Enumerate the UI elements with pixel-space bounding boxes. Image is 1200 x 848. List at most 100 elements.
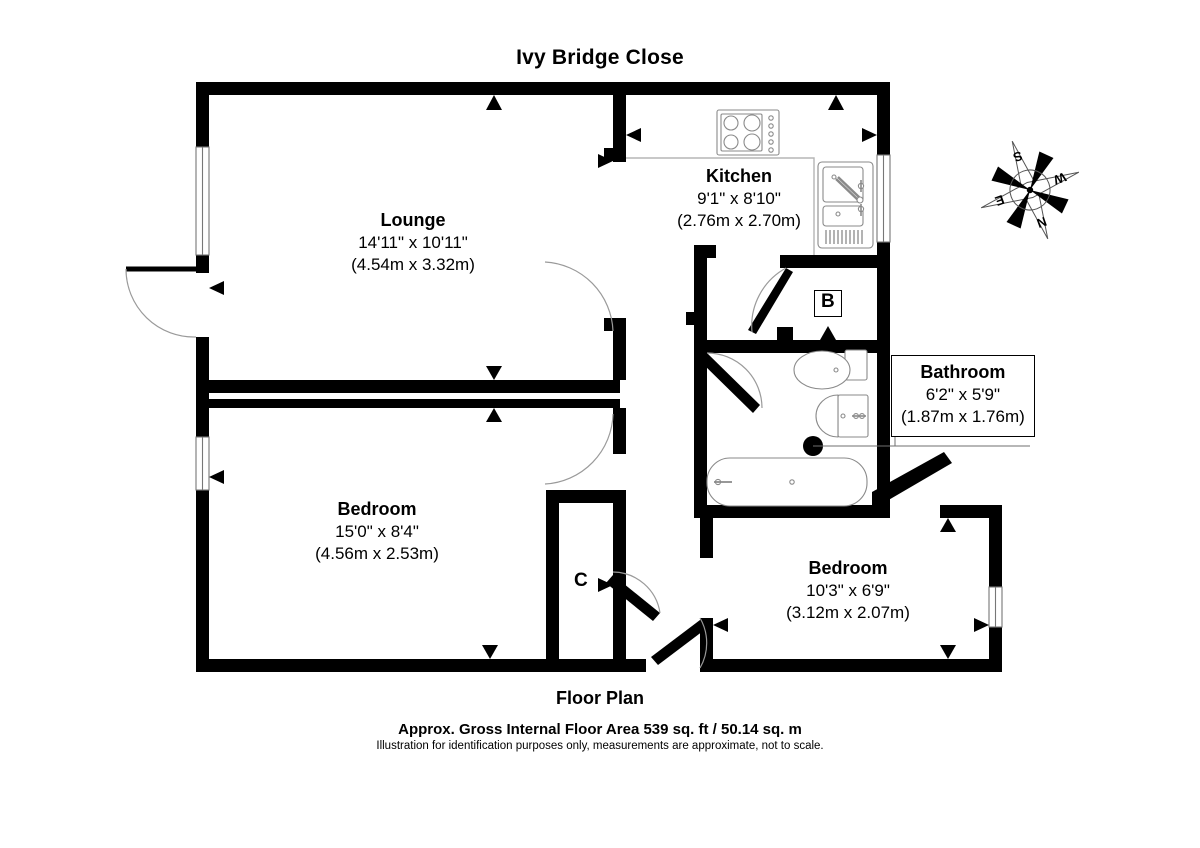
wall-cupboard-c-left xyxy=(546,490,559,659)
basin-icon xyxy=(815,394,869,438)
room-dim-metric-bathroom: (1.87m x 1.76m) xyxy=(901,407,1025,427)
hob-icon xyxy=(716,109,780,156)
door-lounge xyxy=(544,261,614,332)
room-dim-metric-bedroom-1: (4.56m x 2.53m) xyxy=(315,544,439,564)
wall-bathroom-right xyxy=(877,353,890,505)
room-dim-imperial-bedroom-2: 10'3" x 6'9" xyxy=(806,581,890,601)
dim-arrow-bed2-right xyxy=(974,618,989,632)
compass-point-se xyxy=(991,166,1030,190)
toilet-icon xyxy=(793,349,868,390)
cupboard-label-c: C xyxy=(574,570,588,591)
wall-lounge-bedroom-divider xyxy=(196,380,620,393)
wall-left-upper xyxy=(196,82,209,147)
wall-left-mid xyxy=(196,255,209,273)
compass-label-w: W xyxy=(1051,169,1068,188)
compass-point-ne xyxy=(1006,190,1030,229)
room-label-bedroom-1: Bedroom 15'0" x 8'4" (4.56m x 2.53m) xyxy=(258,498,496,566)
wall-cupboard-b-bottom xyxy=(707,340,890,353)
door-entrance xyxy=(125,266,197,338)
wall-hall-right-lower xyxy=(694,353,707,508)
wall-kitchen-bottom xyxy=(694,245,716,258)
dim-arrow-bed1-top xyxy=(486,408,502,422)
wall-hall-right xyxy=(694,258,707,353)
dim-arrow-kitchen-right xyxy=(862,128,877,142)
wall-bathroom-bottom xyxy=(694,505,890,518)
room-label-lounge: Lounge 14'11" x 10'11" (4.54m x 3.32m) xyxy=(293,209,533,277)
room-dim-imperial-bedroom-1: 15'0" x 8'4" xyxy=(335,522,419,542)
room-name-lounge: Lounge xyxy=(380,210,446,230)
door-bedroom1 xyxy=(544,413,614,485)
window-group xyxy=(195,146,1003,628)
footer-disclaimer: Illustration for identification purposes… xyxy=(376,740,824,752)
room-label-bedroom-2: Bedroom 10'3" x 6'9" (3.12m x 2.07m) xyxy=(729,557,967,625)
wall-nub-hall-a xyxy=(604,148,626,161)
room-label-bathroom: Bathroom 6'2" x 5'9" (1.87m x 1.76m) xyxy=(891,355,1035,437)
sink-icon xyxy=(817,161,874,249)
dim-arrow-cupboard-b xyxy=(820,326,836,340)
wall-group xyxy=(196,82,1002,672)
wall-nub-hall-b xyxy=(604,318,626,331)
room-label-kitchen: Kitchen 9'1" x 8'10" (2.76m x 2.70m) xyxy=(616,165,862,233)
room-dim-metric-lounge: (4.54m x 3.32m) xyxy=(351,255,475,275)
compass-ring xyxy=(1009,169,1051,211)
room-dim-metric-kitchen: (2.76m x 2.70m) xyxy=(677,211,801,231)
wall-cupboard-c-right-lower xyxy=(613,620,626,672)
wall-bedroom2-right-upper xyxy=(989,505,1002,587)
wall-nub-cupb-b xyxy=(777,327,793,340)
wall-bedroom2-bottom xyxy=(700,659,1002,672)
dim-arrow-kitchen-left xyxy=(626,128,641,142)
window-bedroom1-left xyxy=(195,436,210,491)
dim-arrow-lounge-left xyxy=(209,281,224,295)
dim-arrow-bed2-top xyxy=(940,518,956,532)
wall-lounge-bedroom-divider-b xyxy=(196,399,620,408)
dim-arrow-lounge-bottom xyxy=(486,366,502,380)
dim-arrow-bed1-bottom xyxy=(482,645,498,659)
dim-arrow-lounge-top xyxy=(486,95,502,110)
compass-point-sw xyxy=(1030,151,1054,190)
dimension-markers xyxy=(209,95,989,659)
wall-lounge-right-mid xyxy=(613,318,626,380)
compass-label-s: S xyxy=(1011,148,1025,165)
cupboard-label-b: B xyxy=(814,290,842,317)
wall-bottom-left xyxy=(196,659,646,672)
kitchen-fixtures xyxy=(626,109,874,255)
wall-bedroom2-top xyxy=(940,505,1002,518)
wall-nub-hall-c xyxy=(686,312,707,325)
dim-arrow-bed2-bottom xyxy=(940,645,956,659)
door-bedroom2 xyxy=(651,617,708,669)
room-name-bathroom: Bathroom xyxy=(920,362,1006,382)
page-title: Ivy Bridge Close xyxy=(516,46,684,69)
wall-cupboard-c-top xyxy=(546,490,626,503)
wall-cupboard-c-right-upper xyxy=(613,490,626,572)
wall-hall-left-lower xyxy=(613,408,626,454)
compass-hub xyxy=(1026,186,1034,194)
window-bedroom2-right xyxy=(988,586,1003,628)
door-cupboard-b xyxy=(748,267,793,334)
wall-top-right xyxy=(626,82,890,95)
wall-left-lower-b xyxy=(196,490,209,672)
dim-arrow-lounge-right xyxy=(598,154,613,168)
room-dim-metric-bedroom-2: (3.12m x 2.07m) xyxy=(786,603,910,623)
bathroom-fixtures xyxy=(706,349,1030,507)
wall-bedroom2-left-upper xyxy=(700,518,713,558)
dim-arrow-bed2-left xyxy=(713,618,728,632)
bathtub-icon xyxy=(706,457,868,507)
footer-plan-label: Floor Plan xyxy=(555,688,644,708)
room-dim-imperial-bathroom: 6'2" x 5'9" xyxy=(925,385,1001,405)
room-name-kitchen: Kitchen xyxy=(705,166,772,186)
wall-lounge-right-upper xyxy=(613,95,626,160)
room-dim-imperial-kitchen: 9'1" x 8'10" xyxy=(697,189,781,209)
dim-arrow-kitchen-top xyxy=(828,95,844,110)
wall-cupboard-b-right xyxy=(877,255,890,353)
dim-arrow-bed1-right xyxy=(598,578,613,592)
wall-bedroom2-angled xyxy=(872,452,952,505)
wall-kitchen-right-upper xyxy=(877,82,890,155)
dim-arrow-bed1-left xyxy=(209,470,224,484)
wall-cupboard-b-top xyxy=(786,255,890,268)
room-name-bedroom-2: Bedroom xyxy=(808,558,888,578)
compass-point-nw xyxy=(1030,190,1069,214)
footer-area-label: Approx. Gross Internal Floor Area 539 sq… xyxy=(398,721,802,738)
room-name-bedroom-1: Bedroom xyxy=(337,499,417,519)
